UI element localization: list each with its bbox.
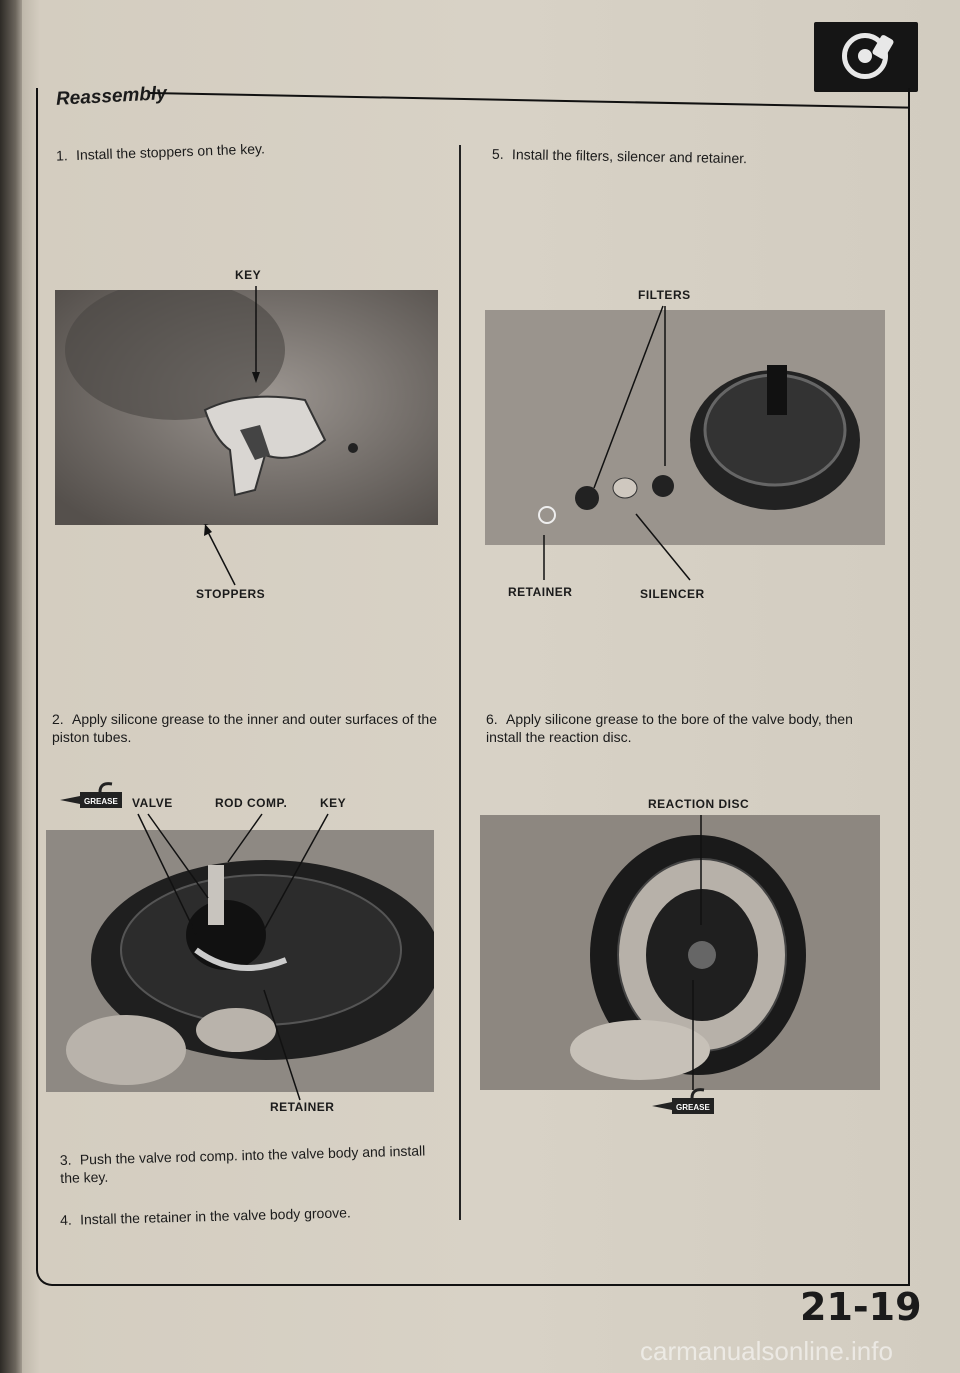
label-valve: VALVE [132, 796, 173, 810]
label-rod-comp: ROD COMP. [215, 796, 288, 810]
grease-gun-icon: GREASE [60, 782, 126, 817]
column-divider [459, 145, 461, 1220]
book-spine [0, 0, 22, 1373]
grease-gun-icon: GREASE [652, 1088, 718, 1123]
step-2: 2.Apply silicone grease to the inner and… [52, 710, 442, 746]
label-key-2: KEY [320, 796, 347, 810]
brake-disc-icon [814, 22, 918, 92]
step-number: 6. [486, 711, 498, 727]
label-silencer: SILENCER [640, 587, 705, 601]
photo-key-stoppers [55, 290, 438, 525]
photo-valve-body [46, 830, 434, 1092]
step-text: Apply silicone grease to the inner and o… [52, 711, 437, 745]
photo-filters [485, 310, 885, 545]
step-number: 2. [52, 711, 64, 727]
label-retainer-left: RETAINER [270, 1100, 335, 1114]
label-retainer-right: RETAINER [508, 585, 573, 599]
page-frame [36, 88, 910, 1286]
step-text: Apply silicone grease to the bore of the… [486, 711, 853, 745]
photo-reaction-disc [480, 815, 880, 1090]
page-number: 21-19 [800, 1285, 922, 1329]
label-stoppers: STOPPERS [196, 587, 266, 601]
step-6: 6.Apply silicone grease to the bore of t… [486, 710, 886, 746]
label-filters: FILTERS [638, 288, 691, 302]
grease-text: GREASE [676, 1103, 710, 1112]
watermark: carmanualsonline.info [640, 1336, 893, 1366]
grease-text: GREASE [84, 797, 118, 806]
label-reaction-disc: REACTION DISC [648, 797, 750, 811]
label-key: KEY [235, 268, 262, 282]
